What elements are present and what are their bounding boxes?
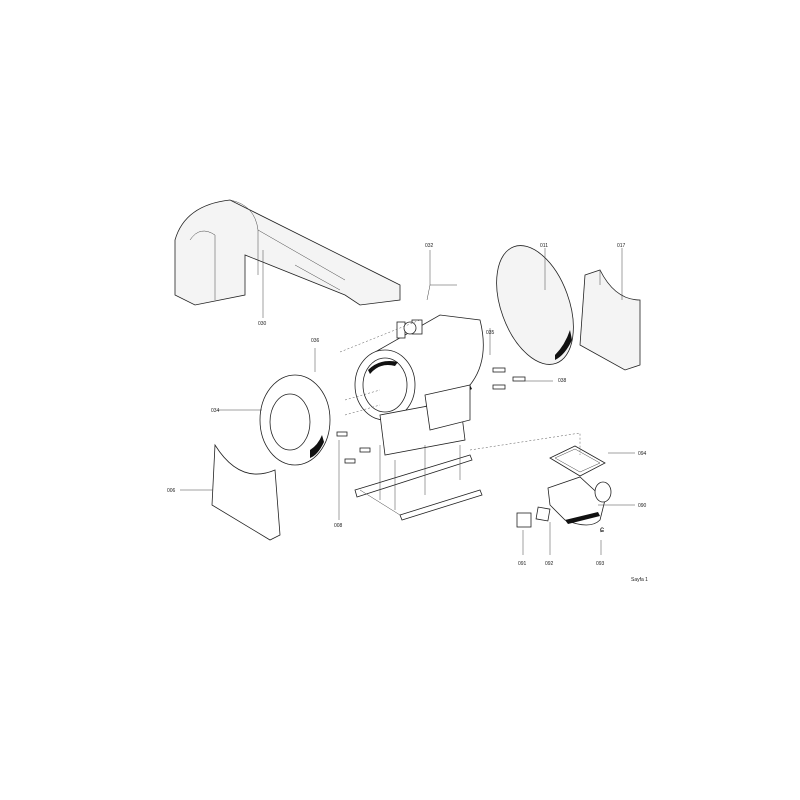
leader-lines — [180, 248, 635, 555]
part-frame — [354, 445, 483, 521]
label-092: 092 — [545, 561, 554, 567]
label-011: 011 — [540, 243, 548, 249]
label-017: 017 — [617, 243, 626, 249]
part-main-housing — [354, 314, 484, 456]
part-093-clip: ɕ — [600, 525, 604, 534]
part-091-plate — [516, 512, 532, 528]
part-030-top-cover — [174, 199, 401, 306]
label-032: 032 — [425, 243, 434, 249]
part-038-pins — [492, 367, 526, 390]
label-036: 036 — [311, 338, 320, 344]
part-094-gasket — [549, 445, 606, 477]
label-091: 091 — [518, 561, 527, 567]
part-034-ring — [259, 374, 331, 466]
label-006: 006 — [167, 488, 176, 494]
page-footer: Sayfa 1 — [631, 577, 648, 583]
label-035: 035 — [486, 330, 495, 336]
label-034: 034 — [211, 408, 220, 414]
part-008-pins — [336, 431, 371, 464]
part-017-block — [579, 269, 641, 371]
label-038: 038 — [558, 378, 567, 384]
part-092-seal — [535, 506, 551, 522]
part-090-hopper — [547, 476, 612, 526]
label-093: 093 — [596, 561, 605, 567]
label-094: 094 — [638, 451, 647, 457]
part-011-disc — [496, 245, 574, 365]
label-030: 030 — [258, 321, 267, 327]
label-008: 008 — [334, 523, 343, 529]
part-006-block — [211, 443, 281, 541]
label-090: 090 — [638, 503, 647, 509]
